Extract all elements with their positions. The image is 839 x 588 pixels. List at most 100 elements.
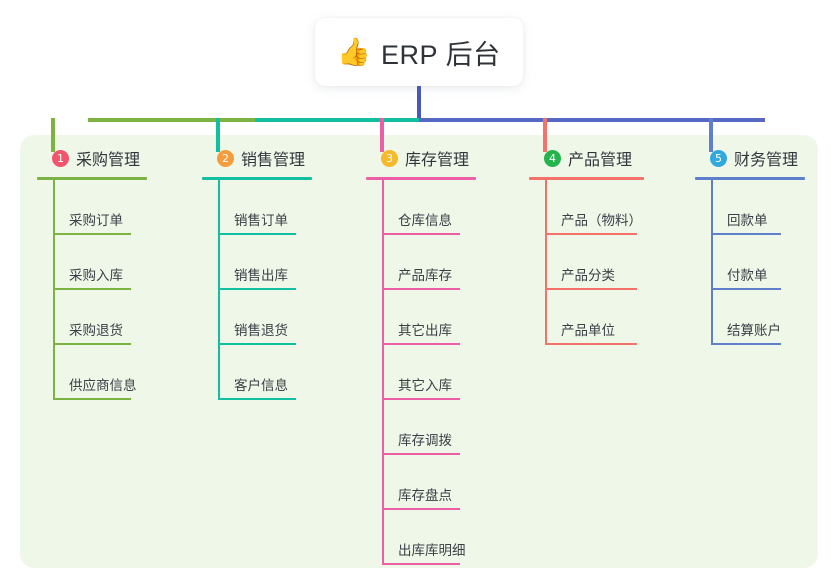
leaf-spine-3 <box>382 180 384 565</box>
branch-header-2[interactable]: 2 销售管理 <box>201 145 351 171</box>
root-node-title: ERP 后台 <box>381 39 501 70</box>
leaf-item-label: 回款单 <box>727 213 768 228</box>
leaf-item-label: 供应商信息 <box>69 378 137 393</box>
leaf-spine-1 <box>53 180 55 400</box>
leaf-item-underline <box>382 508 460 510</box>
branch-title-3: 库存管理 <box>405 152 470 169</box>
leaf-item[interactable]: 结算账户 <box>694 290 824 345</box>
leaf-item-label: 产品库存 <box>398 268 452 283</box>
leaf-list-4: 产品（物料） 产品分类产品单位 <box>528 180 688 345</box>
leaf-item[interactable]: 出库库明细 <box>365 510 515 565</box>
leaf-item-underline <box>53 233 131 235</box>
root-node-erp-backend[interactable]: 👍 ERP 后台 <box>315 18 523 86</box>
leaf-item-underline <box>711 233 781 235</box>
leaf-item-underline <box>218 343 296 345</box>
leaf-item-underline <box>382 233 460 235</box>
leaf-list-3: 仓库信息产品库存其它出库其它入库库存调拨库存盘点出库库明细 <box>365 180 515 565</box>
branch-underline-2 <box>202 177 312 180</box>
leaf-item-label: 采购订单 <box>69 213 123 228</box>
leaf-item[interactable]: 采购退货 <box>36 290 186 345</box>
diagram-panel-background <box>20 135 818 568</box>
leaf-item-label: 其它入库 <box>398 378 452 393</box>
leaf-item[interactable]: 销售订单 <box>201 180 351 235</box>
leaf-item[interactable]: 供应商信息 <box>36 345 186 400</box>
leaf-item-underline <box>711 288 781 290</box>
leaf-item[interactable]: 采购订单 <box>36 180 186 235</box>
leaf-item[interactable]: 库存盘点 <box>365 455 515 510</box>
branch-title-4: 产品管理 <box>568 152 633 169</box>
leaf-item[interactable]: 回款单 <box>694 180 824 235</box>
leaf-item-label: 出库库明细 <box>398 543 466 558</box>
branch-header-3[interactable]: 3 库存管理 <box>365 145 515 171</box>
leaf-item-label: 付款单 <box>727 268 768 283</box>
branch-column-5: 5 财务管理回款单付款单结算账户 <box>694 145 824 345</box>
branch-badge-2: 2 <box>217 149 234 167</box>
leaf-item[interactable]: 仓库信息 <box>365 180 515 235</box>
leaf-item-underline <box>382 288 460 290</box>
leaf-item-label: 采购入库 <box>69 268 123 283</box>
leaf-item[interactable]: 采购入库 <box>36 235 186 290</box>
branch-title-2: 销售管理 <box>241 152 306 169</box>
leaf-item-underline <box>218 233 296 235</box>
leaf-item-underline <box>382 563 460 565</box>
thumbs-up-icon: 👍 <box>337 36 372 68</box>
leaf-item-label: 销售出库 <box>234 268 288 283</box>
leaf-item-underline <box>382 453 460 455</box>
branch-header-4[interactable]: 4 产品管理 <box>528 145 688 171</box>
leaf-item[interactable]: 产品单位 <box>528 290 688 345</box>
leaf-item-label: 销售订单 <box>234 213 288 228</box>
branch-column-1: 1 采购管理采购订单采购入库采购退货供应商信息 <box>36 145 186 400</box>
leaf-item[interactable]: 其它入库 <box>365 345 515 400</box>
leaf-item-label: 库存盘点 <box>398 488 452 503</box>
leaf-item[interactable]: 库存调拨 <box>365 400 515 455</box>
leaf-item[interactable]: 产品分类 <box>528 235 688 290</box>
branch-header-1[interactable]: 1 采购管理 <box>36 145 186 171</box>
leaf-item-label: 客户信息 <box>234 378 288 393</box>
leaf-item-label: 其它出库 <box>398 323 452 338</box>
branch-column-4: 4 产品管理产品（物料） 产品分类产品单位 <box>528 145 688 345</box>
leaf-item[interactable]: 客户信息 <box>201 345 351 400</box>
leaf-item[interactable]: 产品库存 <box>365 235 515 290</box>
branch-badge-1: 1 <box>52 149 69 167</box>
leaf-item-label: 结算账户 <box>727 323 781 338</box>
branch-title-1: 采购管理 <box>76 152 141 169</box>
leaf-item-label: 仓库信息 <box>398 213 452 228</box>
leaf-item[interactable]: 付款单 <box>694 235 824 290</box>
branch-title-5: 财务管理 <box>734 152 799 169</box>
leaf-spine-2 <box>218 180 220 400</box>
leaf-item-underline <box>53 288 131 290</box>
leaf-spine-5 <box>711 180 713 345</box>
leaf-list-2: 销售订单销售出库销售退货客户信息 <box>201 180 351 400</box>
leaf-item-underline <box>545 233 637 235</box>
leaf-item-label: 产品单位 <box>561 323 615 338</box>
leaf-item[interactable]: 销售退货 <box>201 290 351 345</box>
leaf-item-underline <box>53 398 131 400</box>
branch-badge-3: 3 <box>381 149 398 167</box>
branch-underline-4 <box>529 177 644 180</box>
leaf-item-underline <box>545 343 637 345</box>
leaf-item-underline <box>218 288 296 290</box>
branch-header-5[interactable]: 5 财务管理 <box>694 145 824 171</box>
leaf-item-label: 销售退货 <box>234 323 288 338</box>
leaf-item-label: 库存调拨 <box>398 433 452 448</box>
branch-column-2: 2 销售管理销售订单销售出库销售退货客户信息 <box>201 145 351 400</box>
leaf-list-5: 回款单付款单结算账户 <box>694 180 824 345</box>
branch-column-3: 3 库存管理仓库信息产品库存其它出库其它入库库存调拨库存盘点出库库明细 <box>365 145 515 565</box>
branch-badge-5: 5 <box>710 149 727 167</box>
leaf-item[interactable]: 产品（物料） <box>528 180 688 235</box>
leaf-item-underline <box>53 343 131 345</box>
leaf-item-label: 产品（物料） <box>561 213 642 228</box>
leaf-item[interactable]: 其它出库 <box>365 290 515 345</box>
leaf-item-label: 产品分类 <box>561 268 615 283</box>
branch-underline-3 <box>366 177 476 180</box>
leaf-item-underline <box>382 343 460 345</box>
leaf-list-1: 采购订单采购入库采购退货供应商信息 <box>36 180 186 400</box>
branch-badge-4: 4 <box>544 149 561 167</box>
leaf-item-label: 采购退货 <box>69 323 123 338</box>
leaf-spine-4 <box>545 180 547 345</box>
leaf-item[interactable]: 销售出库 <box>201 235 351 290</box>
leaf-item-underline <box>382 398 460 400</box>
leaf-item-underline <box>218 398 296 400</box>
leaf-item-underline <box>545 288 637 290</box>
